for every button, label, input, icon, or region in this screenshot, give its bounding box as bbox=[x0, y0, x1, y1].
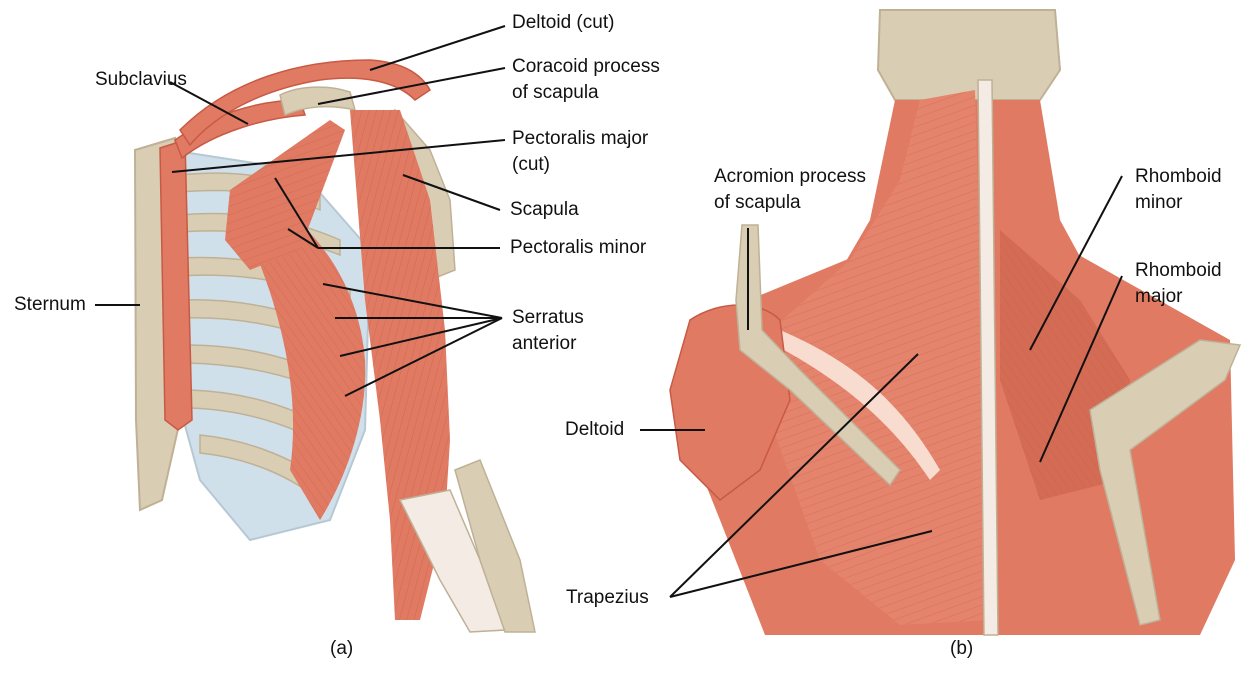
caption-panel-a: (a) bbox=[330, 638, 354, 659]
label-deltoid: Deltoid bbox=[565, 419, 625, 440]
label-pectoralis-major-line1: Pectoralis major bbox=[512, 128, 649, 149]
label-coracoid-process-line1: Coracoid process bbox=[512, 56, 660, 77]
skull-base bbox=[876, 9, 1062, 101]
caption-panel-b: (b) bbox=[950, 638, 974, 659]
label-sternum: Sternum bbox=[14, 294, 86, 315]
posterior-view bbox=[669, 9, 1241, 636]
label-trapezius: Trapezius bbox=[566, 587, 649, 608]
label-subclavius: Subclavius bbox=[95, 69, 187, 90]
anterior-view bbox=[133, 59, 536, 633]
label-serratus-anterior-line2: anterior bbox=[512, 333, 577, 354]
leader-lines bbox=[95, 25, 1123, 598]
label-pectoralis-minor: Pectoralis minor bbox=[510, 237, 647, 258]
forearm-bone bbox=[454, 459, 536, 633]
label-acromion-process-line2: of scapula bbox=[714, 192, 801, 213]
spine bbox=[977, 79, 999, 636]
label-rhomboid-major-line2: major bbox=[1135, 286, 1183, 307]
deltoid-cut-muscle bbox=[179, 59, 431, 147]
label-pectoralis-major-line2: (cut) bbox=[512, 154, 550, 175]
label-rhomboid-major-line1: Rhomboid bbox=[1135, 260, 1222, 281]
label-rhomboid-minor-line1: Rhomboid bbox=[1135, 166, 1222, 187]
acromion-process-bone bbox=[735, 224, 901, 487]
coracoid-process-bone bbox=[279, 86, 357, 117]
label-rhomboid-minor-line2: minor bbox=[1135, 192, 1183, 213]
label-serratus-anterior-line1: Serratus bbox=[512, 307, 584, 328]
label-scapula: Scapula bbox=[510, 199, 579, 220]
label-acromion-process-line1: Acromion process bbox=[714, 166, 867, 187]
label-deltoid-cut: Deltoid (cut) bbox=[512, 12, 615, 33]
trapezius-tendon bbox=[775, 330, 940, 480]
right-scapula-bone bbox=[1089, 339, 1241, 626]
label-coracoid-process-line2: of scapula bbox=[512, 82, 599, 103]
